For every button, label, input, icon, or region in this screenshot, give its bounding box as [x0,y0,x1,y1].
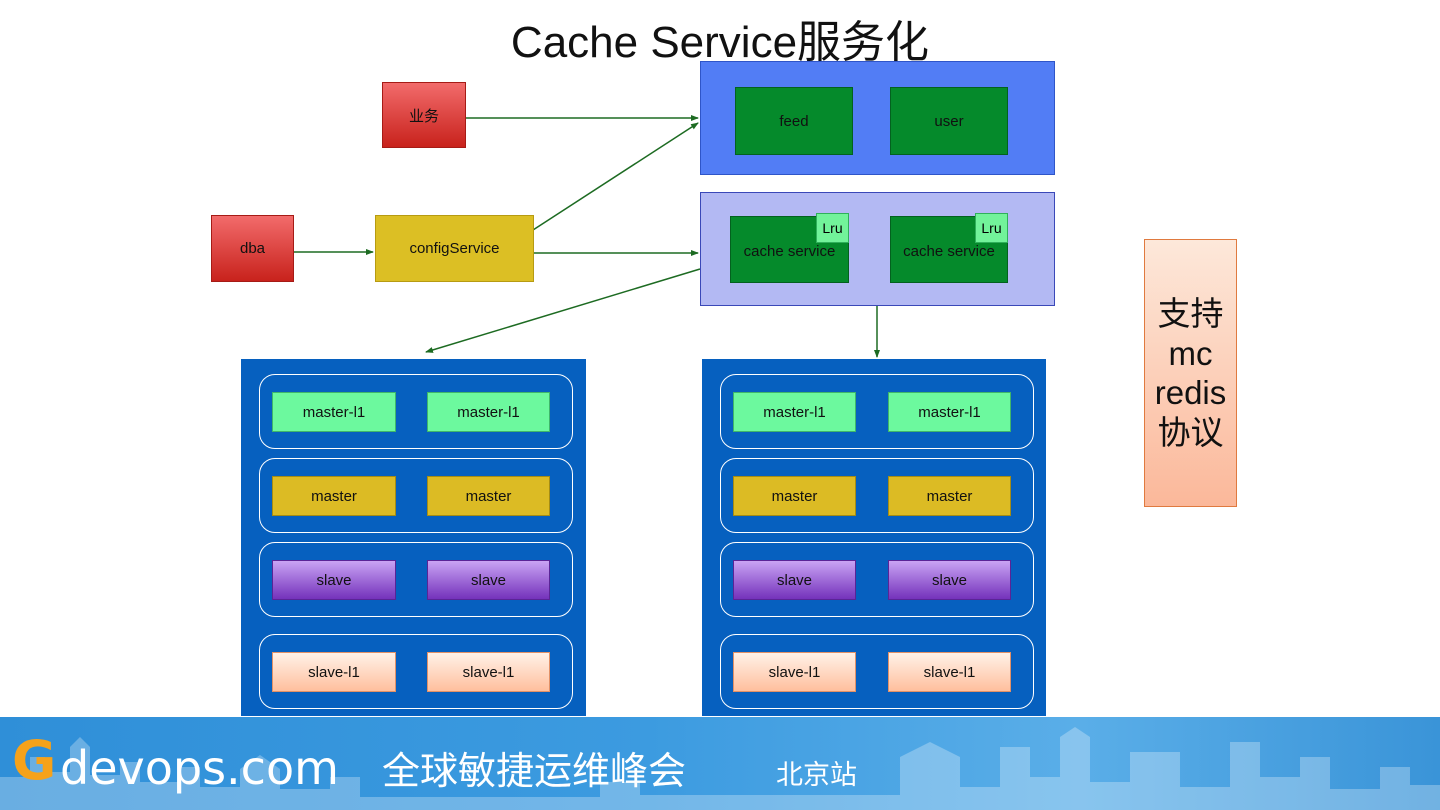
footer-banner [0,717,1440,810]
cluster-left-group-master-l1 [259,374,573,449]
cluster-right-slave-node: slave [733,560,856,600]
cluster-left-slave-l1-node: slave-l1 [272,652,396,692]
user-label: user [934,112,964,130]
user-node: user [890,87,1008,155]
gdevops-logo-text: devops.com [60,741,339,795]
cluster-right-group-master [720,458,1034,533]
page-title: Cache Service服务化 [510,18,930,67]
cache-service-node-2: cache service [890,216,1008,283]
cluster-left-group-slave-l1 [259,634,573,709]
node-label: slave [470,571,507,589]
feed-label: feed [779,112,809,130]
cluster-right-slave-l1-node: slave-l1 [733,652,856,692]
node-label: master [926,487,973,505]
cluster-left-slave-l1-node: slave-l1 [427,652,550,692]
dba-node: dba [211,215,294,282]
cluster-left-master-node: master [272,476,396,516]
dba-label: dba [239,240,266,257]
node-label: master-l1 [457,403,520,421]
node-label: master-l1 [918,403,981,421]
lru-badge-2: Lru [975,213,1008,243]
node-label: slave [776,571,813,589]
business-label: 业务 [408,107,439,125]
node-label: master [465,487,512,505]
cluster-left-slave-node: slave [427,560,550,600]
cluster-right-master-node: master [888,476,1011,516]
cluster-right-slave-node: slave [888,560,1011,600]
protocol-support-note: 支持mc redis协议 [1144,239,1237,507]
node-label: slave-l1 [768,663,821,681]
cache-service-label-2: cache service [903,243,995,260]
node-label: slave-l1 [923,663,976,681]
lru-badge-1: Lru [816,213,849,243]
arrow-cache-to-cluster-left [425,268,701,353]
cluster-right-group-slave-l1 [720,634,1034,709]
cache-service-label-1: cache service [743,243,836,260]
node-label: slave [316,571,352,589]
cluster-right-master-l1-node: master-l1 [733,392,856,432]
cluster-left-master-l1-node: master-l1 [272,392,396,432]
node-label: slave-l1 [462,663,515,681]
summit-name: 全球敏捷运维峰会 [382,749,687,793]
config-service-node: configService [375,215,534,282]
node-label: master-l1 [302,403,366,421]
summit-city: 北京站 [776,760,857,791]
lru-label-1: Lru [822,220,843,236]
cluster-left-group-slave [259,542,573,617]
arrow-config-to-services [532,122,699,231]
node-label: slave-l1 [308,663,360,681]
gdevops-logo-g: G [12,729,57,792]
protocol-support-text: 支持mc redis协议 [1154,295,1227,451]
business-node: 业务 [382,82,466,148]
feed-node: feed [735,87,853,155]
cache-service-node-1: cache service [730,216,849,283]
cluster-right-master-node: master [733,476,856,516]
node-label: master [311,487,357,505]
lru-label-2: Lru [981,220,1002,236]
cluster-left-group-master [259,458,573,533]
skyline-decoration [0,727,1440,810]
cluster-left-master-node: master [427,476,550,516]
node-label: master-l1 [763,403,826,421]
node-label: master [771,487,818,505]
node-label: slave [931,571,968,589]
cluster-right-master-l1-node: master-l1 [888,392,1011,432]
cluster-left-master-l1-node: master-l1 [427,392,550,432]
cluster-right-group-master-l1 [720,374,1034,449]
cluster-right-slave-l1-node: slave-l1 [888,652,1011,692]
config-service-label: configService [409,240,500,257]
cluster-left-slave-node: slave [272,560,396,600]
cluster-right-group-slave [720,542,1034,617]
